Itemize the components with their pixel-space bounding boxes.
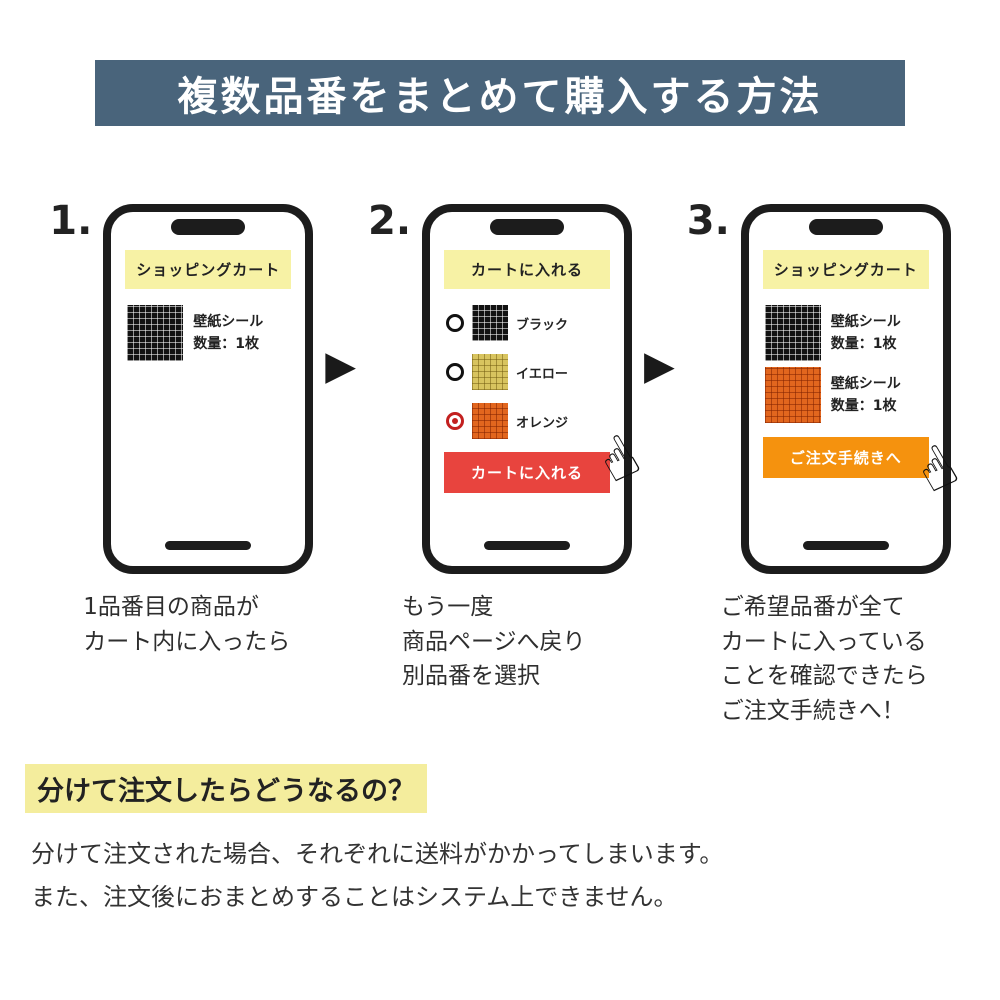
- page-title: 複数品番をまとめて購入する方法: [177, 74, 823, 120]
- color-swatch-icon: [472, 403, 508, 439]
- hand-cursor-icon: ☝: [904, 430, 970, 508]
- phone-mockup-3: ショッピングカート 壁紙シール 数量：1枚 壁紙シール 数量：1枚 ご注文手続き: [740, 204, 969, 574]
- phone-mockup-1: ショッピングカート 壁紙シール 数量：1枚: [103, 204, 314, 574]
- phone-notch-icon: [808, 219, 883, 235]
- cart-header-1: ショッピングカート: [125, 250, 292, 289]
- phone-home-bar: [802, 541, 889, 550]
- step-1-number: 1.: [49, 198, 93, 244]
- step-1: 1. ショッピングカート 壁紙シール 数量：1枚 1品番目の商品が カート内に入…: [49, 198, 314, 659]
- color-swatch-icon: [472, 305, 508, 341]
- step-2: 2. カートに入れる ブラック イエロー オレンジ: [368, 198, 651, 694]
- faq-heading: 分けて注文したらどうなるの？: [25, 764, 427, 813]
- item-name: 壁紙シール: [830, 313, 901, 330]
- item-name: 壁紙シール: [830, 375, 901, 392]
- option-label: イエロー: [516, 366, 568, 382]
- faq-section: 分けて注文したらどうなるの？ 分けて注文された場合、それぞれに送料がかかってしま…: [25, 764, 1000, 919]
- color-swatch-icon: [472, 354, 508, 390]
- product-swatch-icon: [764, 367, 821, 423]
- product-swatch-icon: [127, 305, 184, 361]
- cart-item: 壁紙シール 数量：1枚: [127, 305, 289, 361]
- step-1-caption: 1品番目の商品が カート内に入ったら: [83, 594, 291, 655]
- radio-button[interactable]: [446, 363, 464, 381]
- color-option-black[interactable]: ブラック: [446, 305, 610, 341]
- arrow-right-icon: ▶: [644, 343, 675, 389]
- item-quantity: 数量：1枚: [193, 336, 259, 352]
- step-3-number: 3.: [686, 198, 730, 244]
- option-label: オレンジ: [516, 415, 569, 431]
- add-to-cart-header: カートに入れる: [444, 250, 610, 289]
- phone-home-bar: [484, 541, 570, 550]
- checkout-button[interactable]: ご注文手続きへ: [762, 437, 929, 478]
- phone-notch-icon: [490, 219, 564, 235]
- phone-mockup-2: カートに入れる ブラック イエロー オレンジ カートに入れる ☝: [422, 204, 651, 574]
- color-option-orange[interactable]: オレンジ: [446, 403, 610, 439]
- item-name: 壁紙シール: [193, 313, 264, 330]
- item-quantity: 数量：1枚: [830, 336, 897, 352]
- phone-home-bar: [165, 541, 252, 550]
- add-to-cart-button[interactable]: カートに入れる: [444, 452, 610, 493]
- radio-button-selected[interactable]: [446, 412, 464, 430]
- phone-notch-icon: [171, 219, 246, 235]
- arrow-right-icon: ▶: [325, 343, 356, 389]
- cart-item: 壁紙シール 数量：1枚: [764, 367, 927, 423]
- item-quantity: 数量：1枚: [830, 398, 897, 414]
- faq-body-text: 分けて注文された場合、それぞれに送料がかかってしまいます。 また、注文後におまと…: [31, 840, 724, 912]
- option-label: ブラック: [516, 317, 569, 333]
- step-3: 3. ショッピングカート 壁紙シール 数量：1枚 壁紙シール 数量：1枚: [687, 198, 970, 728]
- product-swatch-icon: [764, 305, 821, 361]
- cart-header-3: ショッピングカート: [762, 250, 929, 289]
- step-2-caption: もう一度 商品ページへ戻り 別品番を選択: [402, 594, 586, 689]
- title-banner: 複数品番をまとめて購入する方法: [95, 60, 905, 126]
- step-3-caption: ご希望品番が全て カートに入っている ことを確認できたら ご注文手続きへ！: [720, 594, 928, 724]
- steps-row: 1. ショッピングカート 壁紙シール 数量：1枚 1品番目の商品が カート内に入…: [0, 198, 1000, 728]
- radio-button[interactable]: [446, 314, 464, 332]
- color-option-yellow[interactable]: イエロー: [446, 354, 610, 390]
- step-2-number: 2.: [368, 198, 412, 244]
- cart-item: 壁紙シール 数量：1枚: [764, 305, 927, 361]
